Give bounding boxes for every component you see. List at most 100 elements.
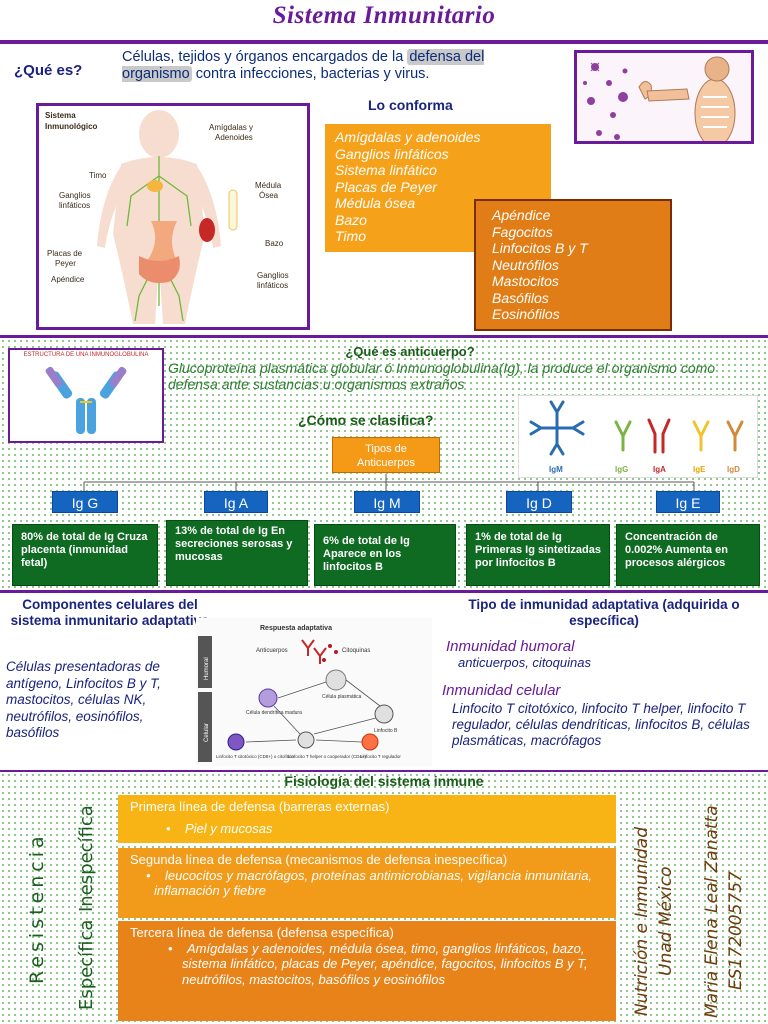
segunda-linea-title: Segunda línea de defensa (mecanismos de … [130, 852, 508, 867]
list-item: Amígdalas y adenoides [335, 129, 481, 145]
componentes-list: Células presentadoras de antígeno, Linfo… [6, 659, 161, 740]
ig-image-label: IgA [653, 465, 666, 474]
humoral-tag: Humoral [204, 657, 210, 680]
label-placas: Placas de [47, 249, 83, 258]
list-item: Médula ósea [335, 195, 416, 211]
list-item: Timo [335, 228, 366, 244]
ig-image-label: IgM [549, 465, 563, 474]
author-name: Maria Elena Leal Zanatta [702, 805, 722, 1018]
divider [0, 590, 768, 593]
immune-system-body-diagram: Sistema Inmunológico Amígdalas y Adenoid… [36, 103, 310, 330]
tercera-linea-bullet: • Amígdalas y adenoides, médula ósea, ti… [168, 940, 588, 987]
list-item: Basófilos [492, 289, 549, 306]
ig-image-label: IgD [727, 465, 740, 474]
virus-push-image [574, 50, 754, 144]
inespecifica-label: Inespecífica [76, 805, 97, 912]
inmunidad-celular-label: Inmunidad celular [442, 682, 561, 699]
diagram-title-2: Inmunológico [45, 122, 98, 131]
primera-linea-box: Primera línea de defensa (barreras exter… [118, 795, 616, 843]
que-es-anticuerpo-heading: ¿Qué es anticuerpo? [345, 344, 475, 359]
ig-d-header: Ig D [506, 491, 572, 513]
inmunidad-humoral-label: Inmunidad humoral [446, 638, 575, 655]
especifica-label: Específica [76, 919, 97, 1010]
label-apendice: Apéndice [51, 275, 85, 284]
label-ganglios-1: Ganglios [59, 191, 91, 200]
label-osea: Ósea [259, 191, 279, 200]
label-ganglios-2: Ganglios [257, 271, 289, 280]
segunda-linea-box: Segunda línea de defensa (mecanismos de … [118, 848, 616, 918]
tipo-inmunidad-title: Tipo de inmunidad adaptativa (adquirida … [468, 597, 740, 628]
que-es-definition: Células, tejidos y órganos encargados de… [122, 49, 542, 83]
list-item: Bazo [335, 211, 367, 228]
ig-e-header: Ig E [656, 491, 720, 513]
ig-e-description: Concentración de 0.002% Aumenta en proce… [616, 524, 760, 586]
como-se-clasifica-heading: ¿Cómo se clasifica? [298, 412, 434, 428]
resistencia-label: Resistencia [26, 832, 48, 984]
tercera-linea-box: Tercera línea de defensa (defensa especí… [118, 921, 616, 1021]
citoquinas-label: Citoquinas [342, 648, 370, 654]
list-item: Ganglios linfáticos [335, 145, 449, 162]
ig-g-header: Ig G [52, 491, 118, 513]
label-adenoides: Adenoides [215, 133, 253, 142]
ig-image-label: IgE [693, 465, 706, 474]
ig-image-label: IgG [615, 465, 628, 474]
linfocito-t-helper-label: Linfocito T helper o cooperador (CD4+) [288, 754, 367, 759]
divider [0, 335, 768, 338]
primera-linea-title: Primera línea de defensa (barreras exter… [130, 799, 390, 814]
lo-conforma-label: Lo conforma [368, 97, 453, 113]
divider [0, 40, 768, 44]
bullet-text: leucocitos y macrófagos, proteínas antim… [154, 867, 593, 899]
list-item: Fagocitos [492, 223, 553, 240]
inmunidad-celular-text: Linfocito T citotóxico, linfocito T help… [452, 701, 750, 748]
ig-a-header: Ig A [204, 491, 268, 513]
antibody-image-caption: ESTRUCTURA DE UNA INMUNOGLOBULINA [23, 352, 149, 358]
divider [0, 770, 768, 773]
definition-text-start: Células, tejidos y órganos encargados de… [122, 49, 408, 65]
page-title: Sistema Inmunitario [272, 2, 496, 29]
label-amigdalas: Amígdalas y [209, 123, 253, 132]
label-linfaticos-2: linfáticos [257, 281, 288, 290]
list-item: Sistema linfático [335, 162, 437, 178]
celula-plasmatica-label: Célula plasmática [322, 694, 362, 700]
ig-m-header: Ig M [354, 491, 420, 513]
author-id: ES172005757 [726, 871, 746, 990]
anticuerpo-definition: Glucoproteína plasmática globular ó Inmu… [168, 360, 716, 392]
list-item: Apéndice [492, 207, 551, 223]
fisiologia-title: Fisiología del sistema inmune [284, 773, 484, 789]
ig-d-description: 1% de total de Ig Primeras Ig sintetizad… [466, 524, 610, 586]
primera-linea-bullet: • Piel y mucosas [166, 820, 273, 836]
tipos-label: Tipos de [365, 443, 407, 455]
list-item: Linfocitos B y T [492, 240, 588, 256]
label-timo: Timo [89, 171, 107, 180]
immunoglobulin-types-image: IgM IgG IgA IgE IgD [518, 395, 758, 478]
definition-text-end: contra infecciones, bacterias y virus. [191, 66, 430, 82]
bullet-text: Amígdalas y adenoides, médula ósea, timo… [182, 940, 588, 987]
ig-g-description: 80% de total de Ig Cruza placenta (inmun… [12, 524, 158, 586]
dendritica-label: Célula dendrítica madura [246, 710, 302, 716]
antibody-structure-image: ESTRUCTURA DE UNA INMUNOGLOBULINA [8, 348, 164, 443]
tercera-linea-title: Tercera línea de defensa (defensa especí… [130, 925, 394, 940]
label-peyer: Peyer [55, 259, 76, 268]
linfocito-b-label: Linfocito B [374, 728, 398, 734]
componentes-title: Componentes celulares del sistema inmuni… [10, 597, 210, 628]
list-item: Eosinófilos [492, 306, 560, 322]
respuesta-title: Respuesta adaptativa [260, 625, 332, 632]
label-linfaticos-1: linfáticos [59, 201, 90, 210]
author-university: Unad México [656, 866, 676, 977]
anticuerpos-label: Anticuerpos [356, 457, 416, 469]
adaptive-response-diagram: Respuesta adaptativa Humoral Celular Ant… [196, 618, 432, 766]
que-es-label: ¿Qué es? [14, 62, 83, 79]
tree-connectors [83, 474, 695, 492]
inmunidad-humoral-text: anticuerpos, citoquinas [458, 655, 591, 670]
list-item: Neutrófilos [492, 256, 559, 273]
linfocito-t-regulador-label: Linfocito T regulador [360, 754, 401, 759]
conforma-list-2: Apéndice Fagocitos Linfocitos B y T Neut… [474, 199, 672, 331]
bullet-text: Piel y mucosas [185, 820, 273, 836]
tipos-anticuerpos-box: Tipos de Anticuerpos [332, 437, 440, 473]
author-course: Nutrición e Inmunidad [632, 826, 652, 1016]
label-medula: Médula [255, 181, 282, 190]
ig-a-description: 13% de total de Ig En secreciones serosa… [166, 520, 308, 586]
celular-tag: Celular [204, 723, 210, 742]
anticuerpos-label: Anticuerpos [256, 648, 288, 654]
list-item: Placas de Peyer [335, 178, 437, 195]
